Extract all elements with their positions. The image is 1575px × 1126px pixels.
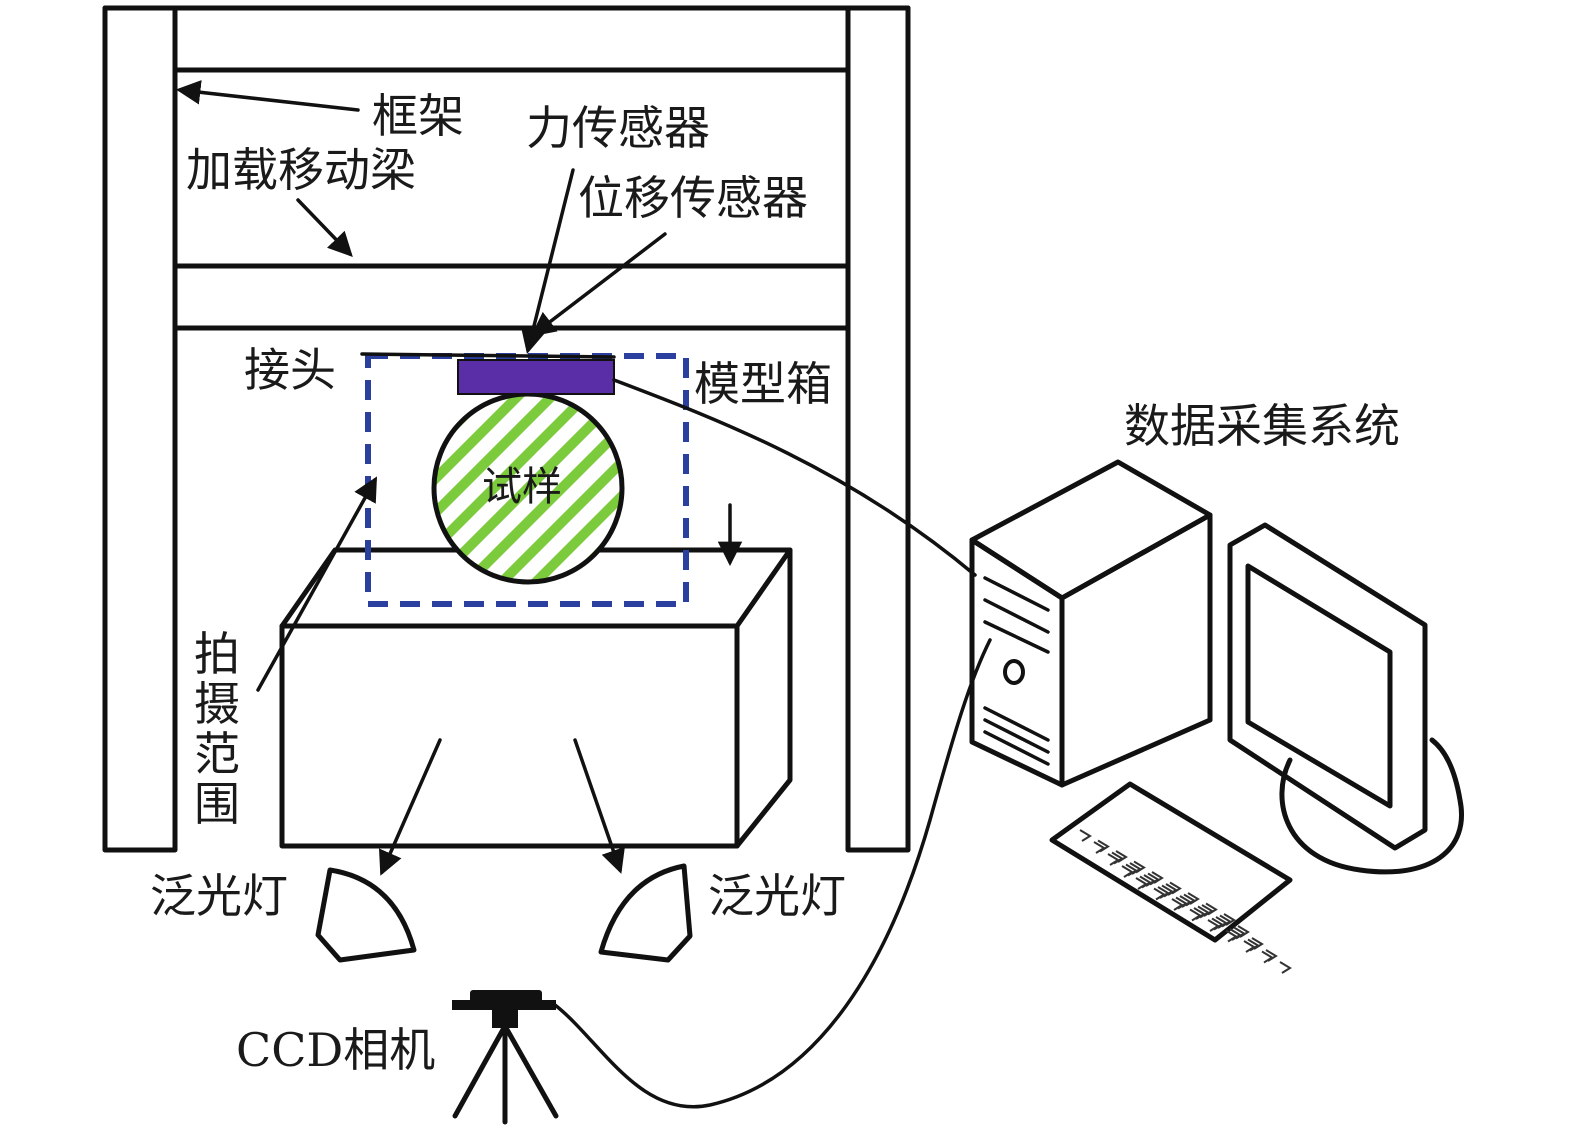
base-table bbox=[279, 547, 793, 849]
label-floodlight-right: 泛光灯 bbox=[708, 869, 846, 923]
label-frame: 框架 bbox=[372, 89, 464, 143]
floodlight-left-icon bbox=[315, 867, 417, 963]
floodlight-right-icon bbox=[598, 863, 693, 963]
label-specimen: 试样 bbox=[482, 464, 562, 510]
connector-line bbox=[360, 352, 616, 359]
label-shooting-range: 拍摄范围 bbox=[194, 627, 240, 831]
sensor-block bbox=[457, 359, 615, 395]
label-data-acquisition: 数据采集系统 bbox=[1124, 399, 1400, 453]
computer-tower-icon bbox=[969, 459, 1213, 788]
label-displacement-sensor: 位移传感器 bbox=[578, 171, 808, 225]
label-loading-beam: 加载移动梁 bbox=[186, 143, 416, 197]
cables bbox=[553, 378, 992, 1109]
leader-arrows bbox=[175, 80, 743, 876]
label-floodlight-left: 泛光灯 bbox=[150, 869, 288, 923]
monitor-icon bbox=[1227, 522, 1464, 875]
keyboard-icon bbox=[1049, 781, 1293, 974]
labels: 框架 加载移动梁 力传感器 位移传感器 接头 模型箱 试样 数据采集系统 拍摄范… bbox=[150, 89, 1400, 1077]
label-ccd-camera: CCD相机 bbox=[236, 1023, 435, 1077]
label-force-sensor: 力传感器 bbox=[526, 101, 710, 155]
label-connector: 接头 bbox=[244, 343, 336, 397]
label-model-box: 模型箱 bbox=[694, 357, 832, 411]
ccd-camera-icon bbox=[452, 990, 559, 1125]
loading-frame bbox=[102, 5, 911, 853]
